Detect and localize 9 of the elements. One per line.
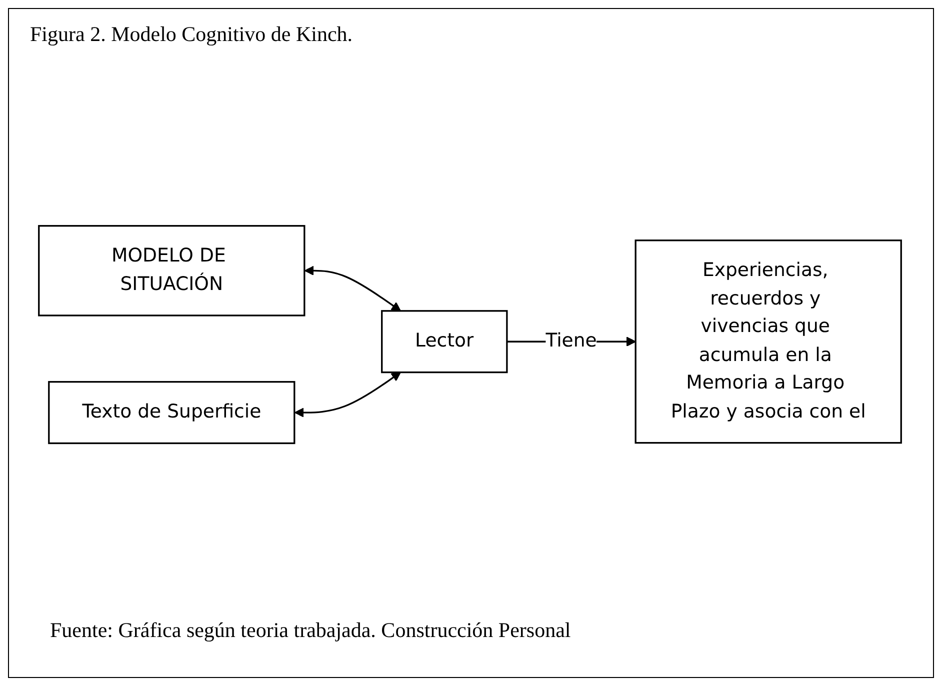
arrow: [304, 266, 402, 312]
edge-label: Tiene: [546, 330, 597, 352]
node-box: Texto de Superficie: [48, 381, 296, 445]
figure-caption: Fuente: Gráfica según teoria trabajada. Construcción Personal: [50, 618, 571, 643]
arrow: [294, 372, 402, 418]
node-box: MODELO DE SITUACIÓN: [38, 225, 306, 317]
node-box: Lector: [381, 310, 508, 374]
figure-title: Figura 2. Modelo Cognitivo de Kinch.: [30, 22, 353, 47]
node-box: Experiencias, recuerdos y vivencias que acumula en la Memoria a Largo Plazo y asocia con el: [634, 240, 902, 444]
